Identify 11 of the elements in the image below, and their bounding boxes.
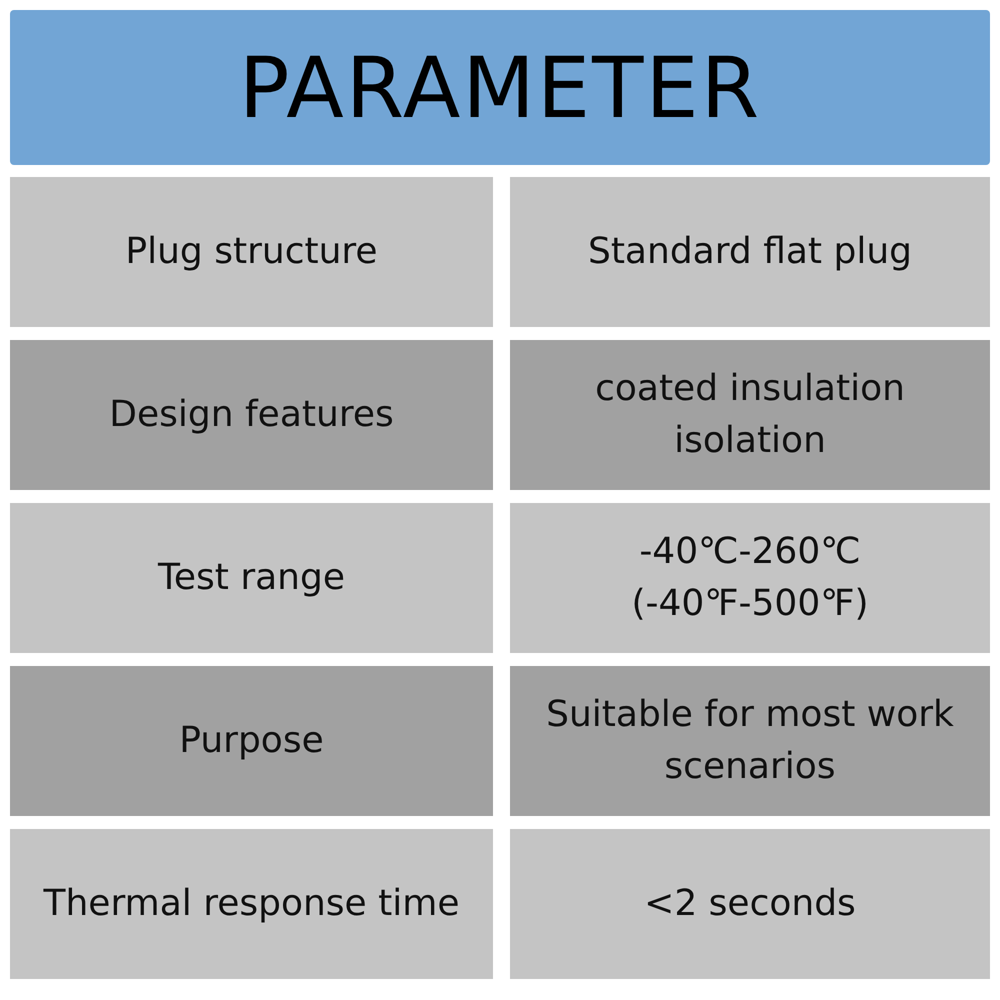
title-banner: PARAMETER: [10, 10, 990, 165]
table-cell: Thermal response time: [10, 829, 493, 979]
table-cell: coated insulation isolation: [510, 340, 990, 490]
table-cell: Plug structure: [10, 177, 493, 327]
table-cell: <2 seconds: [510, 829, 990, 979]
table-cell: Design features: [10, 340, 493, 490]
table-cell: Purpose: [10, 666, 493, 816]
table-cell: -40℃-260℃ (-40℉-500℉): [510, 503, 990, 653]
table-cell: Standard flat plug: [510, 177, 990, 327]
table-cell: Test range: [10, 503, 493, 653]
table-cell: Suitable for most work scenarios: [510, 666, 990, 816]
